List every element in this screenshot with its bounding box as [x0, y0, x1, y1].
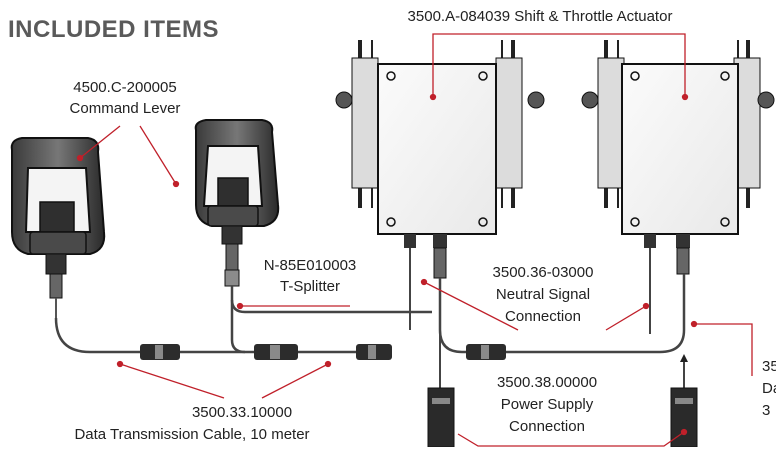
power-supply-label-line2: Connection	[509, 418, 585, 435]
cutoff-label-line2: Da	[762, 380, 776, 397]
actuator-left	[335, 40, 545, 330]
actuator-right	[581, 40, 775, 334]
data-cable	[54, 274, 686, 354]
command-lever-right	[194, 119, 280, 287]
command-lever-left	[10, 137, 106, 318]
data-cable-label: Data Transmission Cable, 10 meter	[74, 426, 310, 443]
t-splitter-part-number: N-85E010003	[263, 257, 357, 274]
callout-lines	[76, 33, 753, 447]
cutoff-label-line3: 3	[762, 402, 771, 419]
cutoff-label-line1: 35	[762, 358, 776, 375]
command-lever-part-number: 4500.C-200005	[73, 79, 177, 96]
power-supply-part-number: 3500.38.00000	[496, 374, 598, 391]
page-title: INCLUDED ITEMS	[8, 16, 219, 43]
actuator-label: 3500.A-084039 Shift & Throttle Actuator	[407, 8, 673, 25]
power-supply-connectors	[427, 330, 698, 448]
power-supply-label-line1: Power Supply	[500, 396, 594, 413]
data-cable-part-number: 3500.33.10000	[191, 404, 293, 421]
neutral-signal-label-line1: Neutral Signal	[495, 286, 591, 303]
cable-connectors	[140, 344, 506, 360]
neutral-signal-label-line2: Connection	[505, 308, 581, 325]
t-splitter-label: T-Splitter	[279, 278, 340, 295]
neutral-signal-part-number: 3500.36-03000	[492, 264, 594, 281]
command-lever-label: Command Lever	[69, 100, 181, 117]
